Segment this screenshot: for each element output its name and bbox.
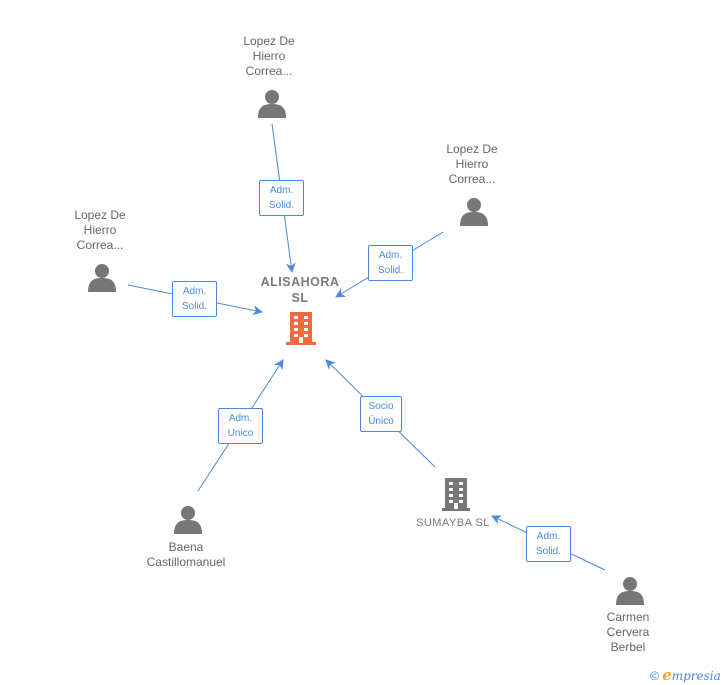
brand-name: mpresia <box>671 669 721 683</box>
edge-label-p3[interactable]: Adm. Solid. <box>172 281 217 317</box>
center-company-name[interactable]: ALISAHORA SL <box>260 275 340 305</box>
person-icon[interactable] <box>257 88 287 118</box>
person-name-p3[interactable]: Lopez De Hierro Correa... <box>74 208 126 252</box>
person-icon[interactable] <box>87 262 117 292</box>
person-name-p4[interactable]: Baena Castillomanuel <box>146 540 226 569</box>
person-name-p5[interactable]: Carmen Cervera Berbel <box>606 610 650 654</box>
building-icon[interactable] <box>441 476 471 512</box>
person-icon[interactable] <box>459 196 489 226</box>
copyright-symbol: © <box>650 669 659 683</box>
footer-brand: © empresia <box>650 666 721 684</box>
person-name-p1[interactable]: Lopez De Hierro Correa... <box>243 34 295 78</box>
building-icon[interactable] <box>285 310 317 346</box>
edge-label-p2[interactable]: Adm. Solid. <box>368 245 413 281</box>
edge-label-p5[interactable]: Adm. Solid. <box>526 526 571 562</box>
person-icon[interactable] <box>615 575 645 605</box>
company-name-sumayba[interactable]: SUMAYBA SL <box>416 517 490 529</box>
brand-first-letter: e <box>662 666 672 684</box>
edge-label-company[interactable]: Socio Único <box>360 396 402 432</box>
edge-label-p1[interactable]: Adm. Solid. <box>259 180 304 216</box>
edge-label-p4[interactable]: Adm. Unico <box>218 408 263 444</box>
person-name-p2[interactable]: Lopez De Hierro Correa... <box>446 142 498 186</box>
person-icon[interactable] <box>173 504 203 534</box>
brand-logo: empresia <box>662 666 721 684</box>
